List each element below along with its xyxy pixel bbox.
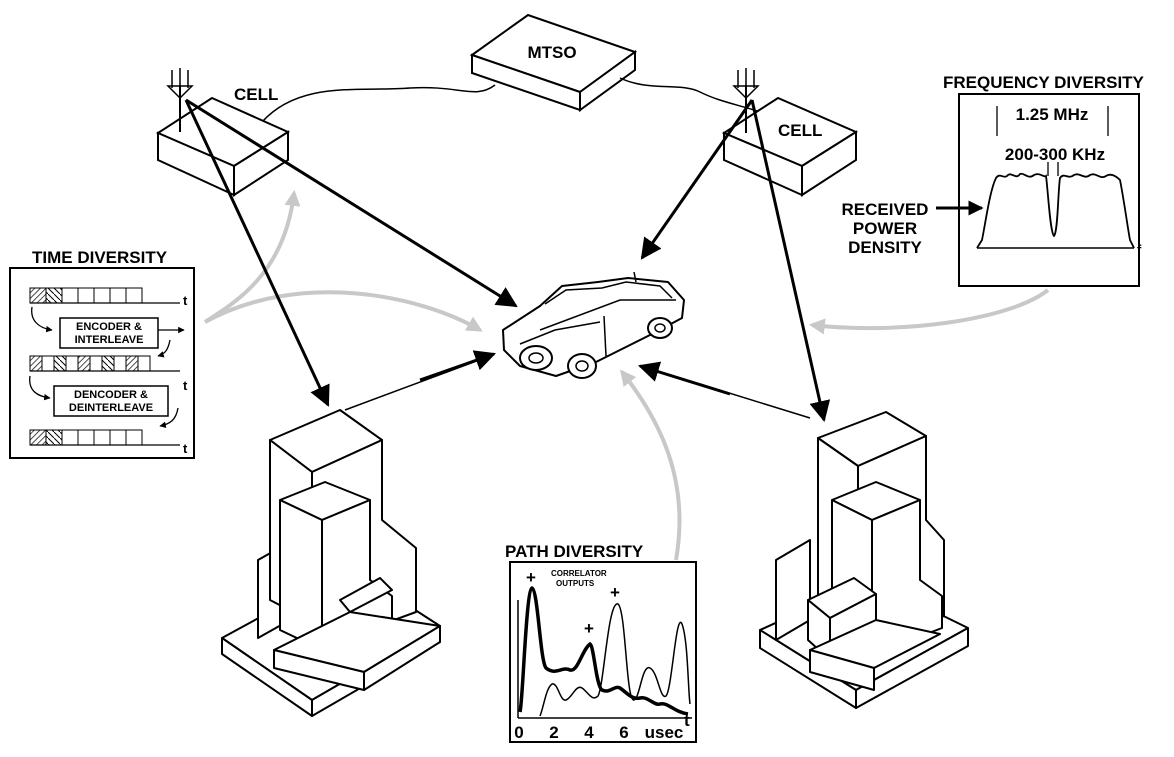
- time-to-car-arrow: [204, 290, 483, 332]
- path-diversity-panel: PATH DIVERSITY CORRELATOR OUTPUTS + + + …: [505, 542, 697, 743]
- path-diversity-frame: [509, 561, 697, 743]
- cell-left-label: CELL: [234, 85, 278, 104]
- time-axis-label-3: t: [183, 441, 188, 456]
- encoder-box: [59, 317, 159, 349]
- time-axis-label-1: t: [183, 293, 188, 308]
- path-to-car-arrow: [620, 369, 682, 561]
- mtso-label: MTSO: [527, 43, 576, 62]
- received-line3: DENSITY: [848, 238, 922, 257]
- time-axis-label-2: t: [183, 378, 188, 393]
- power-density-curve: [976, 172, 1135, 249]
- x-tick-4: usec: [645, 723, 684, 742]
- peak-marker-1: +: [526, 568, 536, 587]
- frequency-diversity-panel: FREQUENCY DIVERSITY 1.25 MHz 200-300 KHz…: [842, 73, 1145, 287]
- path-left-cell-to-building: [184, 99, 330, 407]
- frequency-diversity-title: FREQUENCY DIVERSITY: [943, 73, 1145, 92]
- x-tick-1: 2: [549, 723, 558, 742]
- link-mtso-right-cell: [619, 77, 761, 113]
- peak-marker-2: +: [584, 619, 594, 638]
- left-building: [221, 409, 441, 717]
- x-tick-3: 6: [619, 723, 628, 742]
- path-building-right-to-car: [637, 361, 731, 396]
- left-antenna-icon: [166, 68, 194, 132]
- peak-marker-3: +: [610, 583, 620, 602]
- bandwidth-label: 1.25 MHz: [1016, 105, 1089, 124]
- path-left-cell-to-car: [185, 98, 518, 308]
- decoder-box: [53, 385, 169, 417]
- decoder-line2: DEINTERLEAVE: [69, 402, 153, 414]
- secondary-correlator-curve: [539, 603, 691, 717]
- decoder-line1: DENCODER &: [74, 389, 148, 401]
- diversity-arrows: [203, 189, 1050, 561]
- path-right-cell-to-building: [750, 99, 831, 423]
- right-building: [759, 411, 969, 709]
- encoder-line1: ENCODER &: [76, 321, 142, 333]
- encoder-line2: INTERLEAVE: [75, 334, 144, 346]
- car-icon: [502, 271, 685, 379]
- received-line1: RECEIVED: [842, 200, 929, 219]
- time-diversity-panel: TIME DIVERSITY t ENCODER & INTERLEAVE: [9, 248, 195, 459]
- correlator-line2: OUTPUTS: [556, 579, 595, 588]
- right-cell-site: CELL: [721, 68, 859, 197]
- x-tick-0: 0: [514, 723, 523, 742]
- notch-label: 200-300 KHz: [1005, 145, 1105, 164]
- frequency-axis-label: f: [1137, 242, 1142, 257]
- time-row-2: t: [29, 355, 188, 393]
- frequency-diversity-frame: [958, 93, 1140, 287]
- link-mtso-left-cell: [261, 84, 496, 123]
- cell-right-label: CELL: [778, 121, 822, 140]
- frequency-to-car-arrow: [808, 288, 1050, 335]
- x-tick-2: 4: [584, 723, 594, 742]
- received-line2: POWER: [853, 219, 917, 238]
- correlator-line1: CORRELATOR: [551, 569, 607, 578]
- time-row-1: t: [29, 287, 188, 308]
- time-diversity-title: TIME DIVERSITY: [32, 248, 168, 267]
- path-axis-label: t: [684, 711, 690, 730]
- time-row-3: t: [29, 429, 188, 456]
- signal-paths: [184, 98, 831, 423]
- path-building-left-to-car: [419, 350, 496, 382]
- path-diversity-title: PATH DIVERSITY: [505, 542, 644, 561]
- primary-correlator-curve: [518, 586, 689, 716]
- path-right-cell-to-car: [640, 99, 754, 260]
- mtso-node: MTSO: [469, 13, 638, 112]
- left-cell-site: CELL: [155, 68, 291, 197]
